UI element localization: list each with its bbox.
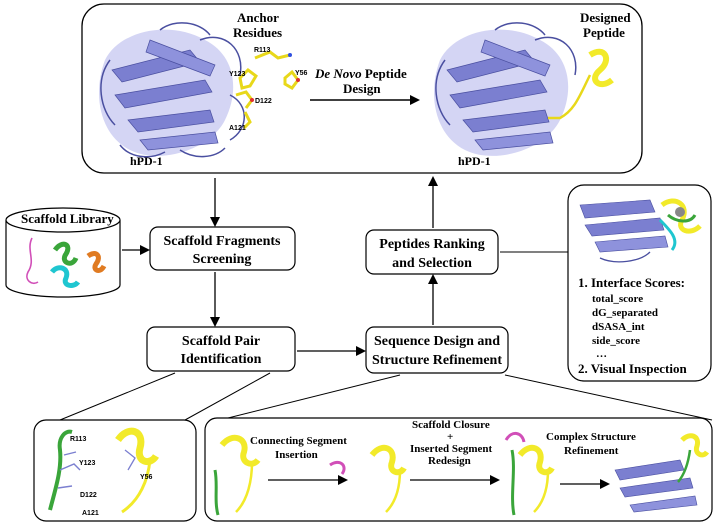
pair-residue-y56: Y56 — [140, 474, 153, 481]
protein-label-left: hPD-1 — [130, 154, 163, 168]
sequence-design-box — [365, 326, 509, 374]
scaffold-pair-box — [146, 326, 296, 372]
scaffold-library-title: Scaffold Library — [21, 211, 114, 226]
residue-label-y123: Y123 — [229, 71, 245, 78]
step1-label-line2: Insertion — [275, 449, 318, 461]
complex-structure-thumbnail — [579, 198, 702, 263]
refinement-steps-panel — [204, 417, 713, 522]
score-dg-separated: dG_separated — [592, 307, 658, 319]
designed-label-line1: Designed — [580, 10, 631, 25]
pair-residue-r113: R113 — [70, 436, 86, 443]
protein-structure-left — [98, 22, 245, 158]
pair-residue-d122: D122 — [80, 492, 97, 499]
step-structure-4 — [614, 433, 710, 513]
scaffold-pair-panel — [33, 419, 197, 522]
step1-label-line1: Connecting Segment — [250, 435, 347, 447]
zoom-line-left-b — [184, 372, 271, 421]
visual-inspection-heading: 2. Visual Inspection — [578, 361, 687, 376]
step2-label-line3: Inserted Segment — [410, 443, 493, 455]
anchor-label-line2: Residues — [233, 25, 282, 40]
scaffold-fragments-line2: Screening — [193, 252, 252, 267]
sequence-design-line2: Structure Refinement — [372, 353, 502, 368]
pair-residue-a121: A121 — [82, 510, 99, 517]
scaffold-pair-line2: Identification — [181, 352, 262, 367]
scaffold-pair-line1: Scaffold Pair — [182, 334, 260, 349]
scaffold-library-cylinder — [5, 207, 121, 298]
designed-peptide-helix — [548, 48, 614, 120]
zoom-line-right-b — [504, 374, 713, 421]
score-total: total_score — [592, 293, 643, 305]
scaffold-pair-structure — [48, 427, 159, 514]
step3-label-line2: Refinement — [564, 445, 619, 457]
zoom-line-left-a — [59, 372, 176, 421]
residue-label-r113: R113 — [254, 47, 270, 54]
peptides-ranking-line2: and Selection — [392, 256, 472, 271]
residue-label-a121: A121 — [229, 125, 246, 132]
anchor-residues-sticks — [235, 50, 300, 130]
residue-label-d122: D122 — [255, 98, 272, 105]
score-dsasa-int: dSASA_int — [592, 321, 645, 333]
protein-label-right: hPD-1 — [458, 154, 491, 168]
scaffold-fragments-box — [149, 226, 296, 271]
pair-residue-y123: Y123 — [79, 460, 95, 467]
score-ellipsis: … — [596, 348, 607, 360]
step-structure-3 — [504, 432, 555, 516]
residue-label-y56: Y56 — [295, 70, 308, 77]
step2-label-line1: Scaffold Closure — [412, 419, 490, 431]
de-novo-label: De Novo Peptide — [314, 66, 407, 81]
step-structure-1 — [213, 434, 261, 516]
top-panel-frame — [81, 3, 643, 174]
zoom-line-right-a — [211, 374, 401, 423]
step3-label-line1: Complex Structure — [546, 431, 636, 443]
score-side: side_score — [592, 335, 640, 347]
anchor-label-line1: Anchor — [237, 10, 279, 25]
peptides-ranking-line1: Peptides Ranking — [379, 237, 484, 252]
scaffold-fragments-line1: Scaffold Fragments — [163, 234, 281, 249]
step2-label-line2: + — [447, 431, 453, 443]
designed-label-line2: Peptide — [583, 25, 625, 40]
step-structure-2 — [369, 444, 407, 513]
step2-label-line4: Redesign — [428, 455, 471, 467]
de-novo-label-line2: Design — [343, 81, 381, 96]
interface-scores-heading: 1. Interface Scores: — [578, 275, 685, 290]
sequence-design-line1: Sequence Design and — [374, 334, 500, 349]
step-structure-1b — [329, 460, 346, 475]
protein-structure-right — [433, 22, 577, 156]
